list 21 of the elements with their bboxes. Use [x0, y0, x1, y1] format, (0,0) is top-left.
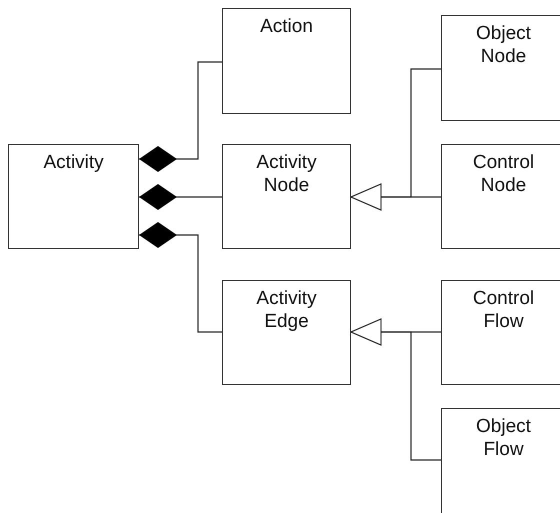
class-name: Activity [44, 151, 104, 174]
class-box [222, 280, 351, 385]
generalization-arrow [350, 184, 441, 210]
class-box [222, 8, 351, 114]
class-box [8, 144, 139, 249]
class-box [441, 280, 560, 385]
class-name: Object Flow [475, 415, 532, 461]
composition-connector [139, 61, 222, 172]
class-name: Activity Node [255, 151, 318, 197]
class-box [441, 15, 560, 121]
class-name: Action [259, 15, 314, 38]
generalization-arrow [350, 318, 441, 461]
composition-connector [139, 184, 222, 210]
class-name: Object Node [475, 22, 532, 68]
class-name: Activity Edge [255, 287, 318, 333]
class-name: Control Flow [472, 287, 536, 333]
class-box [441, 144, 560, 249]
composition-connector [139, 222, 222, 333]
class-name: Control Node [472, 151, 536, 197]
class-box [441, 408, 560, 513]
class-box [222, 144, 351, 249]
